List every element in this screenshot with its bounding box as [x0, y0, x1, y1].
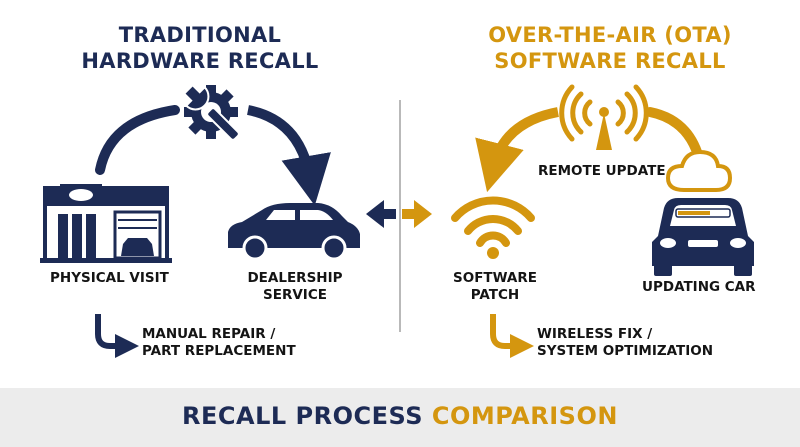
gear-wrench-icon	[182, 83, 240, 141]
wireless-fix-arrow	[490, 314, 534, 358]
updating-car-icon	[652, 198, 754, 276]
dealership-building-icon	[40, 184, 172, 263]
software-patch-label: SOFTWARE PATCH	[440, 270, 550, 304]
traditional-recall-title: TRADITIONAL HARDWARE RECALL	[40, 22, 360, 74]
wireless-fix-line2: SYSTEM OPTIMIZATION	[537, 343, 714, 359]
broadcast-tower-icon	[559, 84, 649, 150]
cloud-icon	[665, 149, 733, 192]
ota-title-line1: OVER-THE-AIR (OTA)	[488, 23, 732, 47]
manual-repair-line1: MANUAL REPAIR /	[142, 326, 276, 342]
manual-repair-label: MANUAL REPAIR / PART REPLACEMENT	[142, 326, 296, 360]
updating-car-label: UPDATING CAR	[642, 279, 756, 295]
service-car-icon	[228, 203, 360, 261]
traditional-cycle-arrow-left	[95, 105, 180, 175]
traditional-cycle-arrow-right	[246, 105, 331, 206]
ota-recall-title: OVER-THE-AIR (OTA) SOFTWARE RECALL	[440, 22, 780, 74]
wireless-fix-label: WIRELESS FIX / SYSTEM OPTIMIZATION	[537, 326, 713, 360]
dealership-service-line1: DEALERSHIP	[247, 270, 343, 286]
physical-visit-label: PHYSICAL VISIT	[50, 270, 169, 286]
wifi-icon	[451, 196, 535, 259]
wireless-fix-line1: WIRELESS FIX /	[537, 326, 653, 342]
ota-title-line2: SOFTWARE RECALL	[494, 49, 726, 73]
manual-repair-line2: PART REPLACEMENT	[142, 343, 296, 359]
software-patch-line1: SOFTWARE	[453, 270, 537, 286]
footer-title-part2: COMPARISON	[431, 402, 618, 430]
dealership-service-label: DEALERSHIP SERVICE	[240, 270, 350, 304]
ota-cycle-arrow-left	[475, 107, 560, 193]
footer-band	[0, 388, 800, 447]
remote-update-label: REMOTE UPDATE	[538, 163, 666, 179]
traditional-title-line2: HARDWARE RECALL	[81, 49, 319, 73]
traditional-title-line1: TRADITIONAL	[118, 23, 282, 47]
software-patch-line2: PATCH	[470, 287, 520, 303]
footer-title: RECALL PROCESS COMPARISON	[0, 399, 800, 433]
dealership-service-line2: SERVICE	[263, 287, 327, 303]
footer-title-part1: RECALL PROCESS	[182, 402, 432, 430]
comparison-double-arrow	[366, 200, 432, 228]
manual-repair-arrow	[95, 314, 139, 358]
center-divider	[399, 100, 401, 332]
